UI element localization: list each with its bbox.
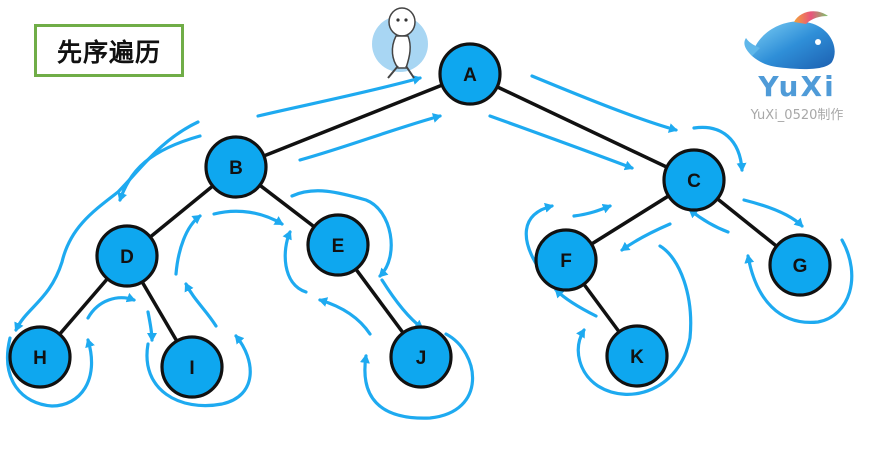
traversal-segment-10 xyxy=(380,278,424,330)
tree-node-h: H xyxy=(8,325,72,389)
node-label: C xyxy=(687,171,701,192)
node-circle xyxy=(438,42,502,106)
tree-node-b: B xyxy=(204,135,268,199)
traversal-segment-3 xyxy=(86,292,136,320)
tree-node-a: A xyxy=(438,42,502,106)
traversal-segment-18 xyxy=(744,238,854,324)
watermark-credit: YuXi_0520制作 xyxy=(750,108,844,123)
traversal-segment-7 xyxy=(174,214,202,276)
tree-node-i: I xyxy=(160,335,224,399)
traversal-segment-12 xyxy=(318,297,372,336)
node-label: D xyxy=(120,247,134,268)
traversal-segment-14 xyxy=(298,113,442,162)
tree-node-d: D xyxy=(95,224,159,288)
node-label: F xyxy=(560,251,572,272)
tree-node-g: G xyxy=(768,233,832,297)
traversal-segment-6 xyxy=(184,282,218,328)
node-circle xyxy=(389,325,453,389)
watermark-brand: YuXi xyxy=(758,70,836,103)
traversal-segment-11 xyxy=(360,332,475,420)
tree-node-f: F xyxy=(534,228,598,292)
traversal-segment-19 xyxy=(688,208,730,234)
node-label: A xyxy=(463,65,477,86)
tree-node-j: J xyxy=(389,325,453,389)
traversal-segment-17 xyxy=(742,198,804,228)
traversal-segment-24 xyxy=(572,203,612,218)
tree-node-c: C xyxy=(662,148,726,212)
traversal-segment-8 xyxy=(212,209,284,226)
node-circle xyxy=(306,213,370,277)
traversal-segment-27 xyxy=(117,134,202,202)
traversal-path xyxy=(5,74,854,420)
edge-A-C xyxy=(469,72,695,182)
node-label: J xyxy=(416,348,427,369)
tree-edges xyxy=(38,72,802,368)
node-label: H xyxy=(33,348,47,369)
page-title: 先序遍历 xyxy=(34,24,184,77)
traversal-segment-1 xyxy=(14,120,200,332)
node-circle xyxy=(534,228,598,292)
tree-node-k: K xyxy=(605,324,669,388)
traversal-segment-9 xyxy=(290,189,393,278)
node-label: B xyxy=(229,158,243,179)
traversal-segment-5 xyxy=(145,334,252,408)
traversal-segment-16 xyxy=(692,125,747,172)
traversal-segment-2 xyxy=(5,336,95,408)
node-label: E xyxy=(332,236,345,257)
tree-node-e: E xyxy=(306,213,370,277)
node-circle xyxy=(204,135,268,199)
traversal-segment-15 xyxy=(530,74,678,133)
node-circle xyxy=(768,233,832,297)
whale-logo-icon xyxy=(744,11,835,70)
traversal-segment-21 xyxy=(576,244,693,396)
traversal-segment-13 xyxy=(282,230,308,294)
node-circle xyxy=(8,325,72,389)
tree-nodes: A B C D E F G H I J K xyxy=(8,42,832,399)
node-circle xyxy=(605,324,669,388)
node-label: K xyxy=(630,347,644,368)
node-label: G xyxy=(793,256,808,277)
traversal-segment-25 xyxy=(488,114,634,171)
traversal-segment-22 xyxy=(554,288,598,318)
walking-mascot-icon xyxy=(372,7,428,79)
edge-A-B xyxy=(235,72,471,169)
node-label: I xyxy=(189,358,194,379)
traversal-segment-26 xyxy=(256,75,422,118)
traversal-segment-4 xyxy=(146,310,157,342)
node-circle xyxy=(160,335,224,399)
node-circle xyxy=(95,224,159,288)
node-circle xyxy=(662,148,726,212)
traversal-segment-20 xyxy=(620,222,672,252)
